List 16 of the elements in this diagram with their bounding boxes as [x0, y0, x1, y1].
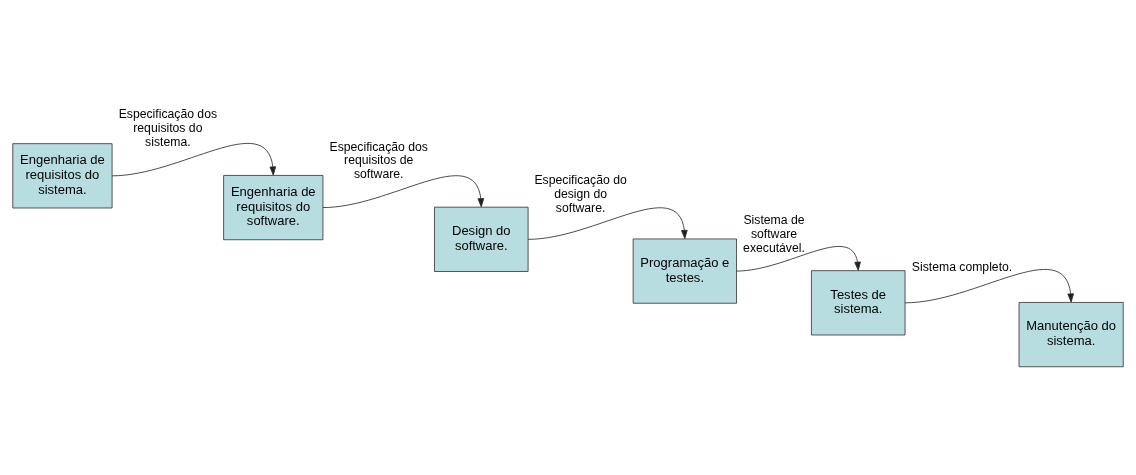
edge-label: Sistema de software executável. [743, 212, 805, 255]
node-box: Engenharia de requisitos do sistema. [12, 143, 113, 209]
edge-label: Especificação dos requisitos do sistema. [118, 107, 218, 149]
edge-label: Especificação dos requisitos de software. [329, 139, 428, 182]
node-box: Programação e testes. [632, 238, 737, 304]
edge-label: Especificação do design do software. [534, 172, 627, 215]
node-box: Design do software. [434, 206, 529, 272]
edge-label: Sistema completo. [911, 260, 1013, 275]
arrow [111, 143, 277, 177]
arrow [527, 207, 688, 240]
arrow [904, 269, 1074, 304]
node-box: Manutenção do sistema. [1018, 302, 1124, 368]
arrow [736, 246, 861, 272]
node-box: Testes de sistema. [811, 270, 906, 336]
arrow [322, 175, 485, 208]
node-box: Engenharia de requisitos do software. [223, 175, 324, 241]
